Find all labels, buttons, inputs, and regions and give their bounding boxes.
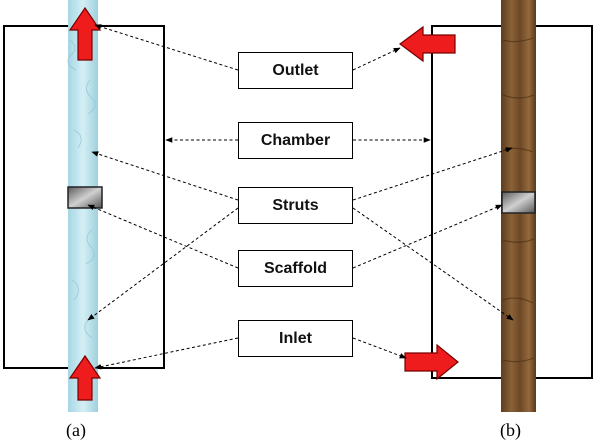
- struts-line-a2: [87, 207, 239, 321]
- inlet-label: Inlet: [238, 320, 353, 357]
- chamber-label: Chamber: [238, 122, 353, 159]
- wood-grain-b: [502, 37, 535, 363]
- scaffold-line-b: [352, 204, 503, 269]
- inlet-arrow-a: [68, 354, 102, 401]
- inlet-line-a: [94, 337, 239, 370]
- struts-label: Struts: [238, 187, 353, 224]
- scaffold-b: [501, 191, 536, 214]
- outlet-label: Outlet: [238, 52, 353, 89]
- caption-a: (a): [66, 420, 86, 440]
- outlet-line-a: [94, 24, 239, 71]
- scaffold-label: Scaffold: [238, 250, 353, 287]
- leader-lines: [87, 24, 514, 370]
- inlet-arrow-b: [404, 343, 459, 381]
- struts-line-b1: [352, 147, 513, 201]
- panel-a: [3, 0, 165, 412]
- outlet-arrow-b: [398, 25, 456, 63]
- caption-b: (b): [500, 420, 521, 440]
- fluid-texture-a: [67, 39, 96, 339]
- inlet-line-b: [352, 337, 407, 359]
- struts-line-a1: [91, 151, 239, 201]
- outlet-line-b: [352, 47, 401, 71]
- scaffold-a: [67, 186, 103, 209]
- panel-b: [398, 0, 593, 412]
- outlet-arrow-a: [68, 6, 102, 61]
